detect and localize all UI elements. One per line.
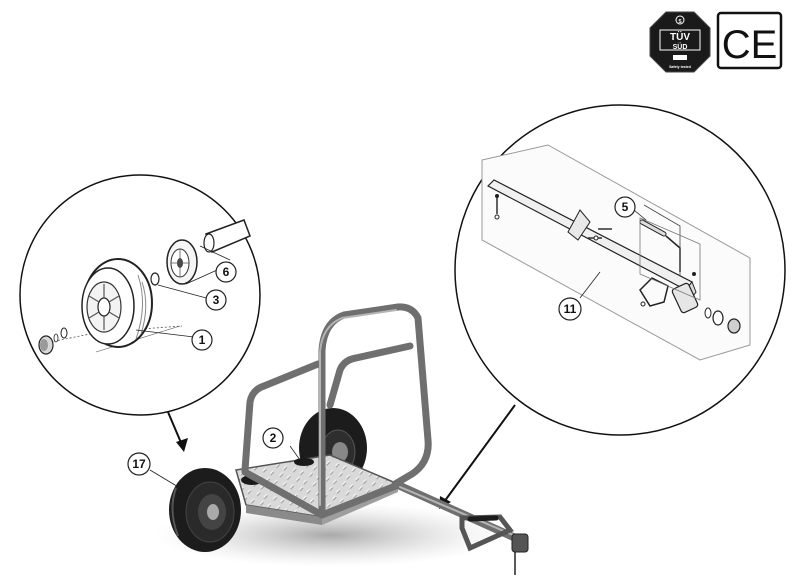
- tuv-footer: Safety tested: [669, 65, 691, 69]
- handle-part: [639, 204, 681, 307]
- svg-text:2: 2: [270, 431, 277, 445]
- svg-text:11: 11: [564, 302, 577, 316]
- callout-2: 2: [262, 427, 284, 449]
- svg-text:6: 6: [223, 265, 230, 279]
- svg-text:5: 5: [622, 200, 629, 214]
- ce-mark-text: CE: [722, 23, 778, 67]
- callout-5: 5: [614, 196, 636, 218]
- sud-label: SÜD: [673, 42, 688, 51]
- tow-bar-detail-view: 5 11: [454, 104, 786, 436]
- bolt-parts: [494, 194, 696, 307]
- wheel-detail-arrow: [167, 411, 188, 452]
- tuv-sud-logo: S TÜV SÜD Safety tested: [649, 11, 711, 73]
- go-cart-illustration: 2 17: [127, 303, 529, 575]
- callout-3: 3: [205, 289, 227, 311]
- callout-1: 1: [191, 329, 213, 351]
- hub-part: [166, 239, 198, 285]
- tow-bar-detail-arrow: [439, 404, 516, 509]
- callout-11: 11: [558, 297, 582, 321]
- wheel-part: [81, 258, 153, 348]
- svg-text:1: 1: [199, 333, 206, 347]
- callout-6: 6: [215, 261, 237, 283]
- tuv-label: TÜV: [670, 30, 690, 43]
- axle-tube-part: [199, 219, 251, 261]
- tuv-top-mark: S: [678, 19, 682, 25]
- front-wheel: [169, 468, 241, 552]
- end-cap-part: [704, 307, 741, 334]
- svg-text:3: 3: [213, 293, 220, 307]
- tow-handle: [459, 514, 529, 575]
- wheel-detail-view: 1 3 6: [19, 174, 261, 416]
- callout-17: 17: [127, 452, 151, 476]
- svg-text:17: 17: [132, 457, 146, 471]
- ce-mark: CE: [716, 11, 783, 70]
- tow-bar-part: [486, 179, 699, 314]
- cap-nut-part: [38, 335, 54, 355]
